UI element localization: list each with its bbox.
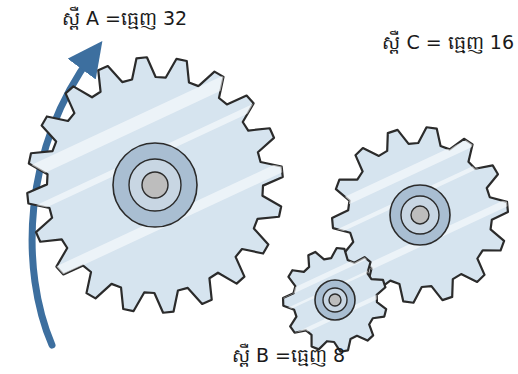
- gear-hub: [390, 185, 450, 245]
- gear-shine: [0, 40, 305, 214]
- gear-hub: [315, 280, 355, 320]
- gear-shine: [270, 279, 413, 349]
- gear-label: ស្ពឺ B =ធ្មេញ 8: [232, 343, 345, 368]
- gear-shine: [259, 255, 401, 323]
- gear-label: ស្ពឺ A =ធ្មេញ 32: [62, 6, 187, 31]
- gear-shine: [252, 241, 396, 312]
- gear-axle: [411, 206, 429, 224]
- gear-axle: [329, 294, 341, 306]
- gear-shine: [0, 75, 318, 243]
- gear-axle: [142, 172, 168, 198]
- gear-hub: [113, 143, 197, 227]
- gear-hub-ring: [323, 288, 347, 312]
- gear-hub-ring: [401, 196, 439, 234]
- gear-label: ស្ពឺ C = ធ្មេញ 16: [382, 30, 514, 55]
- gear-shine: [291, 139, 518, 255]
- gear-b: [252, 241, 413, 352]
- gear-hub-ring: [129, 159, 181, 211]
